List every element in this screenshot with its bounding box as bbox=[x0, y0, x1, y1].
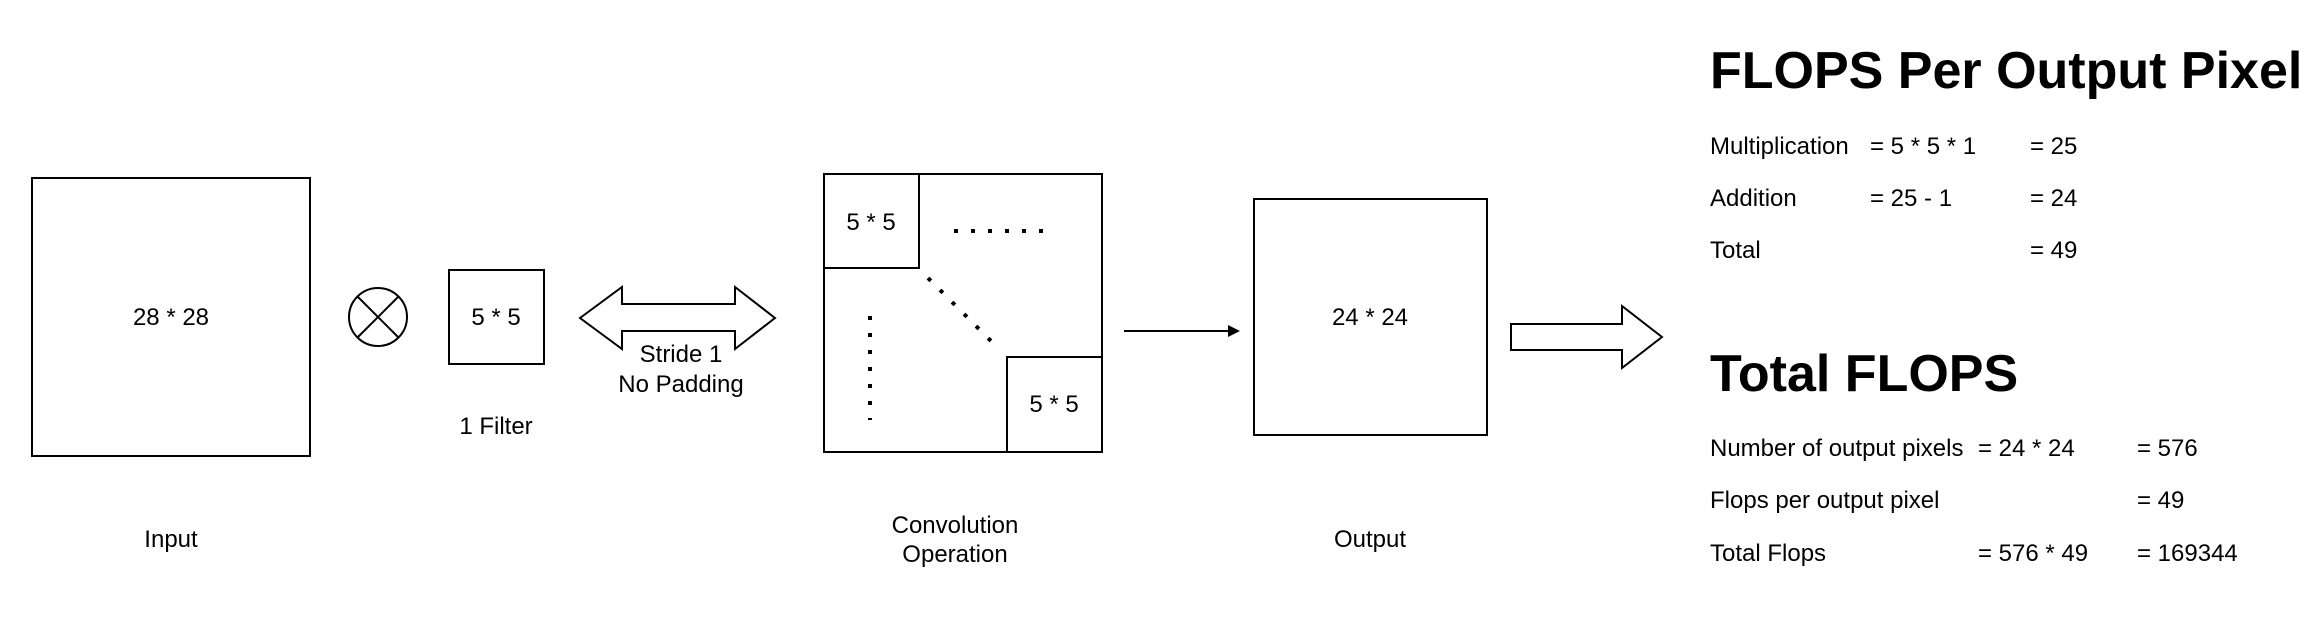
row-expression: = 25 - 1 bbox=[1870, 185, 1953, 212]
output-box bbox=[1253, 198, 1488, 436]
convolution-top-left-label: 5 * 5 bbox=[846, 209, 895, 236]
filter-caption: 1 Filter bbox=[459, 413, 532, 440]
row-label: Addition bbox=[1710, 185, 1797, 212]
output-caption: Output bbox=[1334, 526, 1406, 553]
row-expression: = 24 * 24 bbox=[1978, 435, 2075, 462]
output-size-label: 24 * 24 bbox=[1332, 304, 1408, 331]
row-label: Flops per output pixel bbox=[1710, 487, 1940, 514]
stride-label: Stride 1 bbox=[640, 341, 723, 368]
row-result: = 49 bbox=[2137, 487, 2185, 514]
row-label: Total bbox=[1710, 237, 1761, 264]
row-result: = 576 bbox=[2137, 435, 2198, 462]
filter-box bbox=[448, 269, 545, 365]
convolution-bottom-right-label: 5 * 5 bbox=[1029, 391, 1078, 418]
circled-times-icon bbox=[348, 287, 408, 347]
row-expression: = 5 * 5 * 1 bbox=[1870, 133, 1977, 160]
dotted-line-diagonal bbox=[926, 276, 998, 348]
row-result: = 169344 bbox=[2137, 540, 2238, 567]
block-arrow-icon bbox=[1510, 303, 1664, 371]
padding-label: No Padding bbox=[618, 371, 743, 398]
input-caption: Input bbox=[144, 526, 198, 553]
convolution-box bbox=[823, 173, 1103, 453]
row-label: Multiplication bbox=[1710, 133, 1849, 160]
input-box bbox=[31, 177, 311, 457]
convolution-bottom-right-window bbox=[1006, 356, 1103, 453]
row-result: = 25 bbox=[2030, 133, 2078, 160]
convolution-caption-line2: Operation bbox=[902, 541, 1007, 568]
flops-per-pixel-title: FLOPS Per Output Pixel bbox=[1710, 42, 2303, 100]
convolution-caption-line1: Convolution bbox=[892, 512, 1019, 539]
row-label: Total Flops bbox=[1710, 540, 1827, 567]
row-result: = 49 bbox=[2030, 237, 2078, 264]
total-flops-title: Total FLOPS bbox=[1710, 345, 2019, 403]
row-expression: = 576 * 49 bbox=[1978, 540, 2089, 567]
row-label: Number of output pixels bbox=[1710, 435, 1964, 462]
double-arrow-icon bbox=[578, 284, 777, 352]
row-result: = 24 bbox=[2030, 185, 2078, 212]
filter-size-label: 5 * 5 bbox=[471, 304, 520, 331]
input-size-label: 28 * 28 bbox=[133, 304, 209, 331]
convolution-top-left-window bbox=[823, 173, 920, 269]
